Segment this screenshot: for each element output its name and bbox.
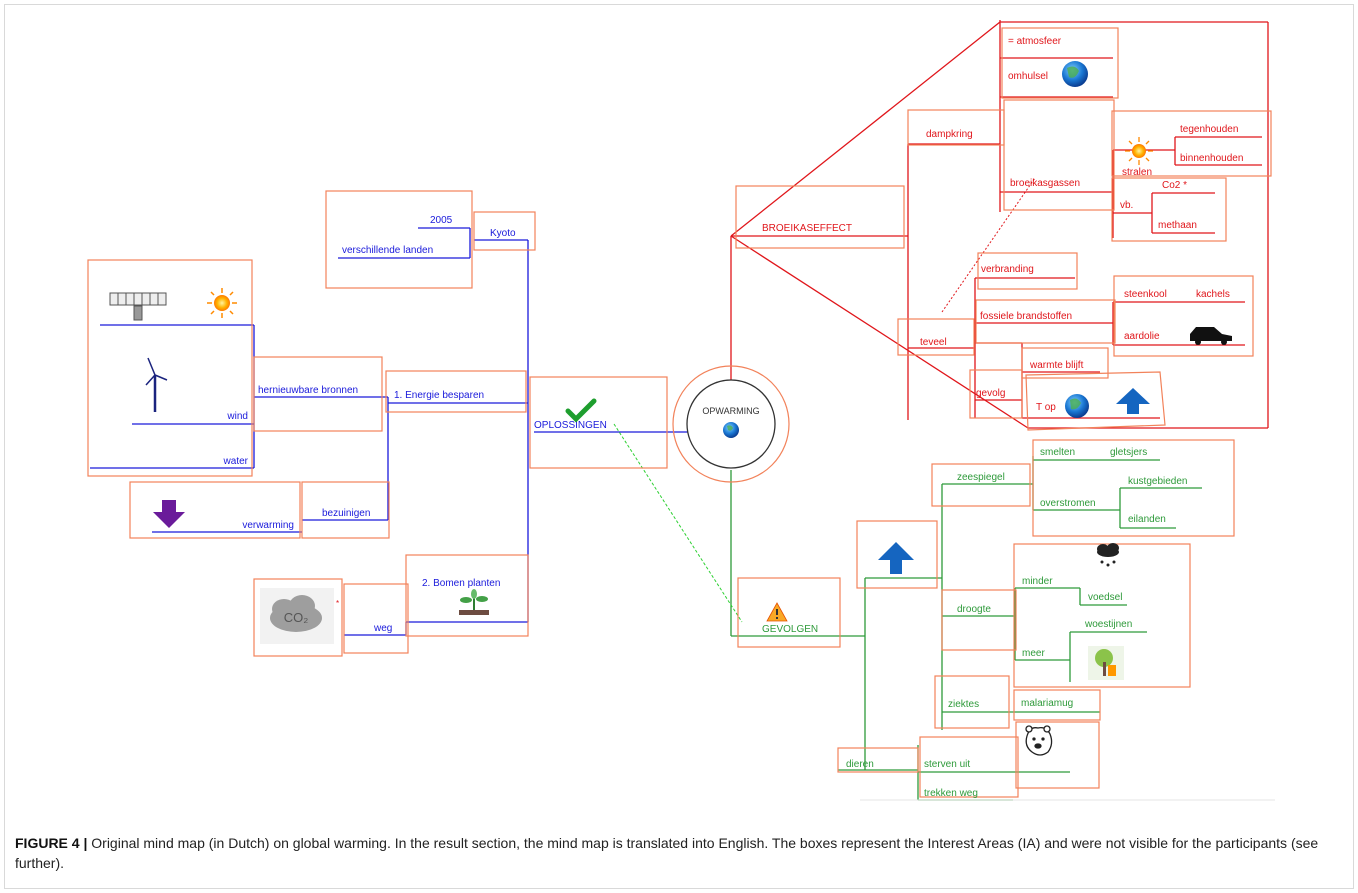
node-dampkring: dampkring bbox=[926, 129, 973, 140]
node-fossiele-brandstoffen: fossiele brandstoffen bbox=[980, 311, 1072, 322]
desert-tree-icon bbox=[1088, 646, 1124, 680]
rain-cloud-icon bbox=[1097, 543, 1119, 567]
solar-panel-icon bbox=[109, 292, 167, 321]
node-ziektes: ziektes bbox=[948, 699, 979, 710]
checkmark-icon bbox=[565, 398, 597, 423]
node-tegenhouden: tegenhouden bbox=[1180, 124, 1238, 135]
node-oplossingen: OPLOSSINGEN bbox=[534, 420, 607, 431]
co2-cloud-icon: CO₂ bbox=[260, 588, 334, 644]
node-warmte-blijft: warmte blijft bbox=[1029, 360, 1084, 371]
solutions-lines bbox=[90, 227, 690, 636]
node-meer: meer bbox=[1022, 648, 1045, 659]
node-methaan: methaan bbox=[1158, 220, 1197, 231]
node-bomen-planten: 2. Bomen planten bbox=[422, 578, 500, 589]
polar-bear-icon bbox=[1025, 725, 1053, 756]
caption-label: FIGURE 4 | bbox=[15, 835, 88, 851]
node-energie-besparen: 1. Energie besparen bbox=[394, 390, 484, 401]
node-minder: minder bbox=[1022, 576, 1053, 587]
node-woestijnen: woestijnen bbox=[1084, 619, 1132, 630]
arrow-up-icon bbox=[878, 542, 914, 574]
wind-turbine-icon bbox=[145, 357, 168, 412]
node-kustgebieden: kustgebieden bbox=[1128, 476, 1188, 487]
node-overstromen: overstromen bbox=[1040, 498, 1096, 509]
node-verschillende-landen: verschillende landen bbox=[342, 245, 433, 256]
node-gevolgen: GEVOLGEN bbox=[762, 624, 818, 635]
node-dieren: dieren bbox=[846, 759, 874, 770]
node-water: water bbox=[223, 456, 249, 467]
center-label: OPWARMING bbox=[702, 406, 759, 416]
node-binnenhouden: binnenhouden bbox=[1180, 153, 1243, 164]
co2-note-mark: * bbox=[336, 599, 339, 608]
node-co2: Co2 * bbox=[1162, 180, 1187, 191]
node-verbranding: verbranding bbox=[981, 264, 1034, 275]
node-malariamug: malariamug bbox=[1021, 698, 1073, 709]
center-node: OPWARMING bbox=[686, 379, 776, 469]
arrow-up-icon bbox=[1116, 388, 1150, 414]
node-omhulsel: omhulsel bbox=[1008, 71, 1048, 82]
consequences-lines bbox=[730, 456, 1202, 801]
node-broeikasgassen: broeikasgassen bbox=[1010, 178, 1080, 189]
figure-caption: FIGURE 4 | Original mind map (in Dutch) … bbox=[15, 833, 1345, 873]
plant-icon bbox=[459, 589, 489, 615]
node-kachels: kachels bbox=[1196, 289, 1230, 300]
node-wind: wind bbox=[226, 411, 248, 422]
node-teveel: teveel bbox=[920, 337, 947, 348]
node-smelten: smelten bbox=[1040, 447, 1075, 458]
caption-text: Original mind map (in Dutch) on global w… bbox=[15, 835, 1319, 871]
node-hernieuwbare-bronnen: hernieuwbare bronnen bbox=[258, 385, 358, 396]
node-eilanden: eilanden bbox=[1128, 514, 1166, 525]
mind-map: OPWARMING OPLOSSINGEN Kyoto 2005 verschi… bbox=[87, 20, 1275, 801]
node-gevolg: gevolg bbox=[976, 388, 1005, 399]
node-vb: vb. bbox=[1120, 200, 1133, 211]
node-broeikaseffect: BROEIKASEFFECT bbox=[762, 223, 852, 234]
node-2005: 2005 bbox=[430, 215, 453, 226]
warning-icon bbox=[766, 602, 788, 622]
node-sterven-uit: sterven uit bbox=[924, 759, 970, 770]
node-voedsel: voedsel bbox=[1088, 592, 1122, 603]
interest-area-boxes bbox=[87, 27, 1272, 798]
node-droogte: droogte bbox=[957, 604, 991, 615]
node-bezuinigen: bezuinigen bbox=[322, 508, 370, 519]
greenhouse-lines bbox=[730, 20, 1269, 429]
node-atmosfeer: = atmosfeer bbox=[1008, 36, 1062, 47]
arrow-down-icon bbox=[153, 500, 185, 528]
node-trekken-weg: trekken weg bbox=[924, 788, 978, 799]
node-verwarming: verwarming bbox=[242, 520, 294, 531]
node-aardolie: aardolie bbox=[1124, 331, 1160, 342]
sun-icon bbox=[207, 288, 237, 318]
link-dashed-green bbox=[613, 423, 743, 623]
node-gletsjers: gletsjers bbox=[1110, 447, 1147, 458]
svg-text:CO₂: CO₂ bbox=[284, 610, 309, 625]
node-kyoto: Kyoto bbox=[490, 228, 516, 239]
link-dashed-red bbox=[941, 177, 1036, 313]
car-icon bbox=[1190, 327, 1232, 345]
node-steenkool: steenkool bbox=[1124, 289, 1167, 300]
sun-icon bbox=[1125, 137, 1153, 165]
node-zeespiegel: zeespiegel bbox=[957, 472, 1005, 483]
node-weg: weg bbox=[373, 623, 392, 634]
node-stralen: stralen bbox=[1122, 167, 1152, 178]
node-t-op: T op bbox=[1036, 402, 1056, 413]
